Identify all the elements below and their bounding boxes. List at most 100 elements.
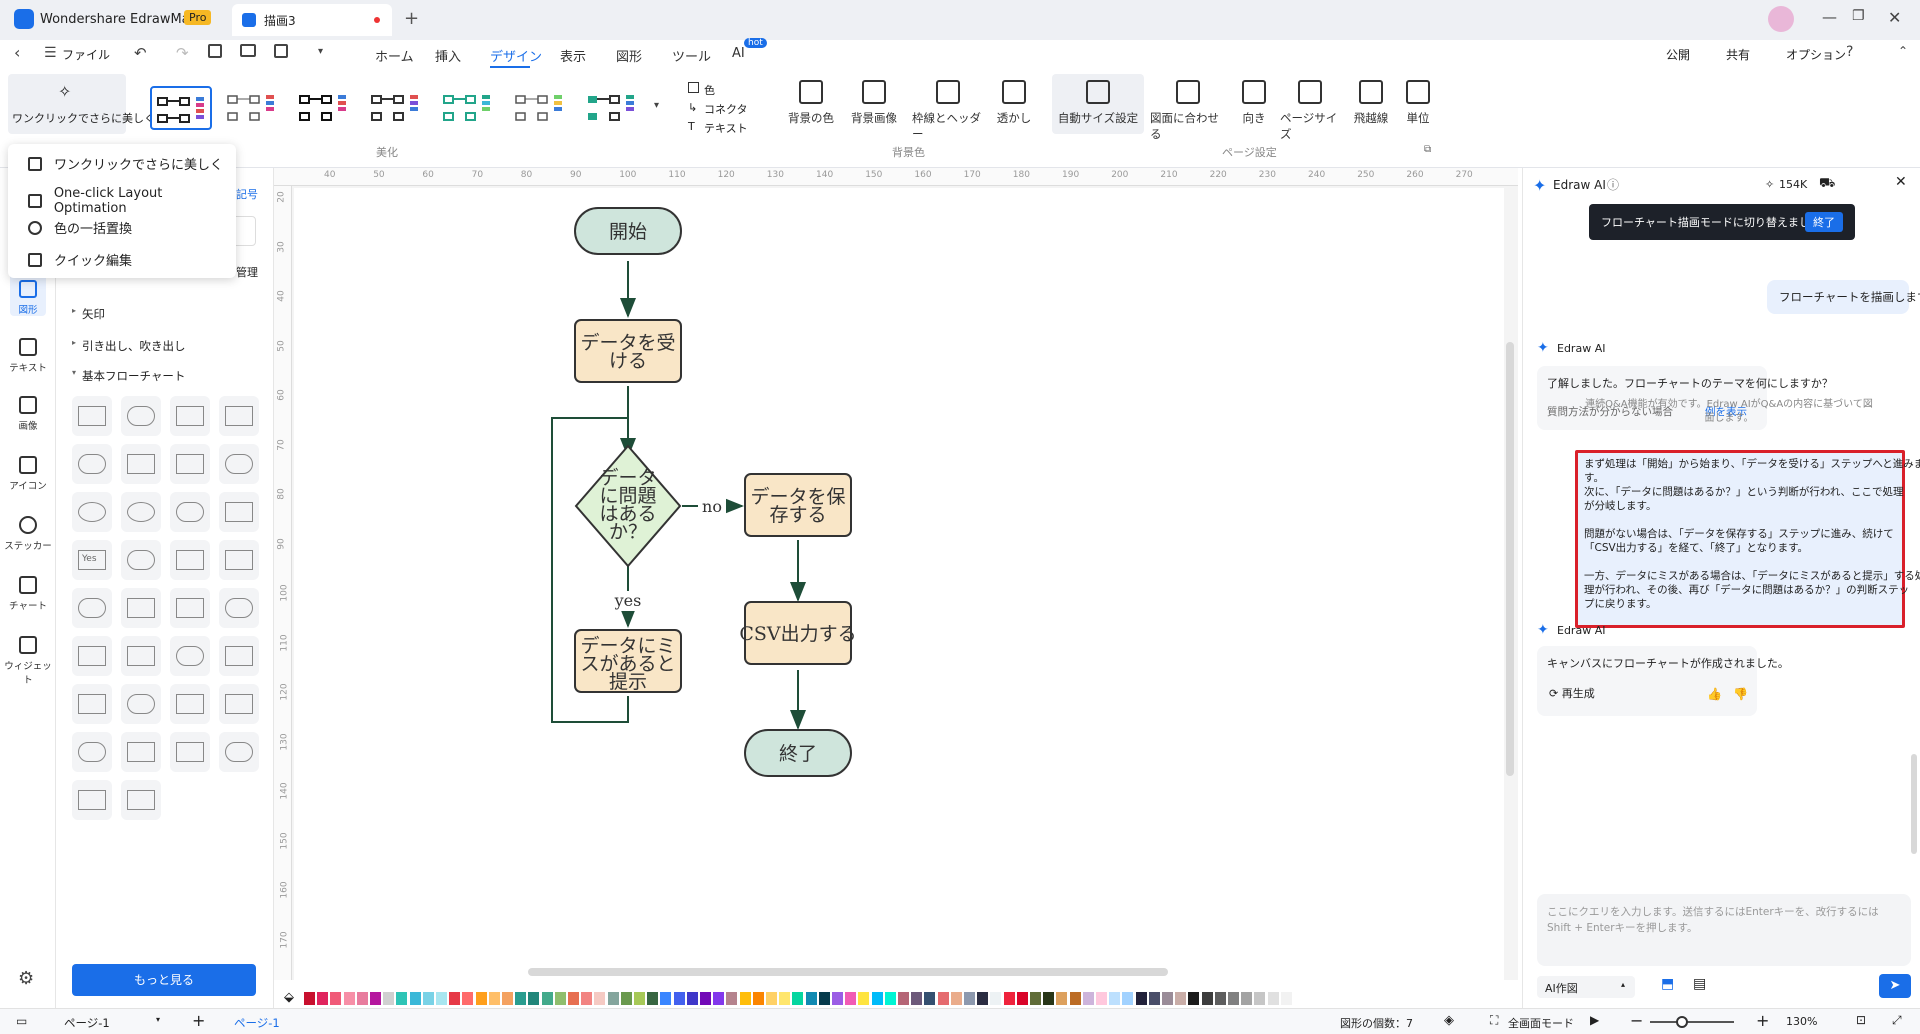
shape-tile[interactable] (219, 732, 259, 772)
theme-7[interactable] (582, 86, 644, 130)
maximize-icon[interactable]: ❐ (1852, 8, 1865, 24)
shape-tile[interactable] (121, 444, 161, 484)
jump-line-button[interactable]: 飛越線 (1348, 80, 1394, 126)
fit-page-icon[interactable]: ⊡ (1856, 1013, 1867, 1027)
shape-tile[interactable] (72, 492, 112, 532)
redo-icon[interactable]: ↷ (176, 44, 189, 62)
shape-tile[interactable] (219, 540, 259, 580)
color-swatch[interactable] (634, 992, 645, 1005)
color-swatch[interactable] (1162, 992, 1173, 1005)
auto-size-button[interactable]: 自動サイズ設定 (1056, 80, 1140, 126)
node-error[interactable] (574, 629, 682, 693)
color-swatch[interactable] (673, 992, 685, 1005)
color-swatch[interactable] (1016, 992, 1028, 1005)
zoom-in-icon[interactable]: + (1756, 1011, 1770, 1030)
color-swatch[interactable] (871, 992, 883, 1005)
page-tab-active[interactable]: ページ-1 (234, 1016, 280, 1030)
settings-gear-icon[interactable]: ⚙ (18, 968, 35, 989)
shape-tile[interactable] (72, 396, 112, 436)
color-swatch[interactable] (1109, 992, 1121, 1005)
color-swatch[interactable] (1280, 992, 1292, 1005)
color-swatch[interactable] (502, 992, 513, 1005)
leftbar-item-chart[interactable]: チャート (0, 576, 56, 612)
shape-tile[interactable] (170, 444, 210, 484)
ai-mode-select[interactable]: AI作図 ▴ (1537, 976, 1635, 998)
color-swatch[interactable] (1188, 992, 1200, 1005)
color-swatch[interactable] (568, 992, 579, 1005)
show-example-link[interactable]: 例を表示 (1705, 406, 1747, 418)
zoom-slider[interactable] (1650, 1021, 1734, 1023)
shape-tile[interactable] (72, 444, 112, 484)
horizontal-scrollbar[interactable] (528, 968, 1168, 976)
color-swatch[interactable] (898, 992, 909, 1005)
shape-tile[interactable] (121, 780, 161, 820)
shape-tile[interactable] (219, 636, 259, 676)
color-swatch[interactable] (792, 992, 804, 1005)
color-swatch[interactable] (924, 992, 936, 1005)
shape-tile[interactable] (72, 540, 112, 580)
fullscreen-mode[interactable]: 全画面モード (1508, 1017, 1574, 1030)
dd-item-beautify[interactable]: ワンクリックでさらに美しく (28, 154, 223, 173)
thumbs-up-icon[interactable]: 👍 (1707, 687, 1722, 701)
color-swatch[interactable] (1241, 992, 1253, 1005)
regenerate-button[interactable]: ⟳ 再生成 (1549, 687, 1595, 700)
more-quick-icon[interactable]: ▾ (318, 46, 324, 57)
color-swatch[interactable] (1003, 992, 1015, 1005)
color-swatch[interactable] (884, 992, 896, 1005)
color-swatch[interactable] (726, 992, 738, 1005)
color-swatch[interactable] (647, 992, 659, 1005)
share-button[interactable]: 共有 (1726, 48, 1751, 62)
color-swatch[interactable] (977, 992, 989, 1005)
zoom-out-icon[interactable]: − (1630, 1011, 1644, 1030)
shape-tile[interactable] (121, 732, 161, 772)
themes-more-icon[interactable]: ▾ (654, 100, 660, 111)
shape-tile[interactable] (219, 492, 259, 532)
color-swatch[interactable] (528, 992, 540, 1005)
shape-tile[interactable] (72, 780, 112, 820)
manage-link-partial[interactable]: 管理 (236, 266, 258, 279)
page-settings-expand-icon[interactable]: ⧉ (1424, 144, 1432, 155)
color-swatch[interactable] (1214, 992, 1226, 1005)
symbols-link-partial[interactable]: 記号 (236, 188, 258, 201)
text-menu[interactable]: テキスト (704, 122, 748, 135)
theme-5[interactable] (438, 86, 500, 130)
color-swatch[interactable] (356, 992, 368, 1005)
color-swatch[interactable] (911, 992, 923, 1005)
color-swatch[interactable] (686, 992, 698, 1005)
color-swatch[interactable] (1056, 992, 1068, 1005)
shape-tile[interactable] (219, 396, 259, 436)
shape-tile[interactable] (170, 540, 210, 580)
ai-help-icon[interactable]: ⓘ (1607, 178, 1620, 192)
shape-tile[interactable] (121, 540, 161, 580)
color-swatch[interactable] (449, 992, 461, 1005)
collapse-ribbon-icon[interactable]: ⌃ (1898, 44, 1909, 58)
tab-view[interactable]: 表示 (560, 50, 587, 65)
color-swatch[interactable] (1043, 992, 1055, 1005)
color-swatch[interactable] (317, 992, 329, 1005)
page-list-icon[interactable]: ▭ (16, 1014, 28, 1028)
theme-2[interactable] (222, 86, 284, 130)
ai-close-icon[interactable]: ✕ (1895, 174, 1907, 190)
color-swatch[interactable] (1148, 992, 1160, 1005)
section-arrows[interactable]: 矢印 (82, 307, 105, 321)
color-swatch[interactable] (581, 992, 593, 1005)
add-page-icon[interactable]: + (192, 1011, 206, 1030)
theme-1[interactable] (150, 86, 212, 130)
shape-tile[interactable] (170, 732, 210, 772)
color-swatch[interactable] (436, 992, 447, 1005)
watermark-button[interactable]: 透かし (994, 80, 1034, 126)
color-swatch[interactable] (462, 992, 474, 1005)
options-button[interactable]: オプション (1786, 48, 1847, 62)
color-swatch[interactable] (1135, 992, 1147, 1005)
publish-button[interactable]: 公開 (1666, 48, 1691, 62)
zoom-level[interactable]: 130% (1786, 1015, 1818, 1028)
drawing-page[interactable]: 開始 データを受 ける データ に問題 はある か？ no yes データを保 … (294, 188, 1504, 980)
color-swatch[interactable] (1267, 992, 1279, 1005)
color-swatch[interactable] (1228, 992, 1239, 1005)
shape-tile[interactable] (121, 636, 161, 676)
color-swatch[interactable] (964, 992, 975, 1005)
color-swatch[interactable] (409, 992, 421, 1005)
connector-menu[interactable]: コネクタ (704, 103, 748, 116)
unit-button[interactable]: 単位 (1402, 80, 1434, 126)
color-swatch[interactable] (660, 992, 672, 1005)
